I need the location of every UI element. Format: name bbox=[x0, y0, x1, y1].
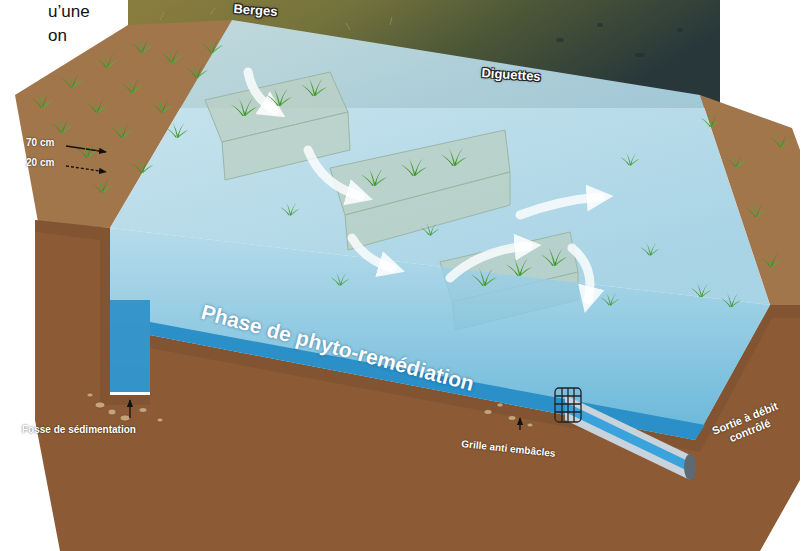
dimension-label: 70 cm bbox=[26, 137, 54, 149]
part-label: Fosse de sédimentation bbox=[22, 424, 136, 436]
part-label: Sortie à débit contrôlé bbox=[700, 396, 795, 454]
phase-label: Phase de phyto-remédiation bbox=[199, 300, 477, 396]
cut-text: on bbox=[48, 26, 67, 46]
part-label: Grille anti embâcles bbox=[461, 438, 556, 459]
photo-label: Diguettes bbox=[481, 66, 541, 85]
dimension-label: 20 cm bbox=[26, 157, 54, 169]
photo-label: Berges bbox=[233, 2, 278, 20]
cut-text: u’une bbox=[48, 2, 90, 22]
